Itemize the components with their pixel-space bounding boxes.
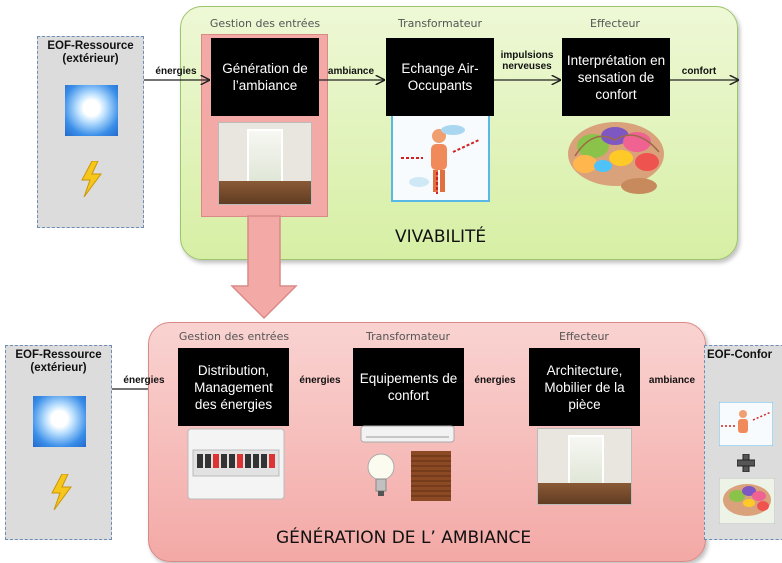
room-photo	[537, 428, 632, 505]
generation-block: Génération de l’ambiance	[211, 38, 319, 116]
top-label-ambiance: ambiance	[327, 66, 375, 77]
top-label-impulses-line2: nerveuses	[502, 61, 552, 72]
vivability-label: VIVABILITÉ	[395, 227, 487, 247]
brain-icon	[568, 122, 664, 194]
lightning-icon	[51, 474, 72, 510]
bottom-header-transformer: Transformateur	[365, 330, 451, 343]
interpretation-block: Interprétation en sensation de confort	[562, 38, 670, 116]
ambiance-generation-label: GÉNÉRATION DE L’ AMBIANCE	[276, 528, 532, 548]
occupant-thermal-icon	[719, 402, 773, 446]
occupant-thermal-icon	[391, 116, 490, 202]
top-resource-subtitle: (extérieur)	[62, 53, 119, 65]
comfort-panel-title: EOF-Confor	[707, 349, 773, 361]
architecture-block: Architecture, Mobilier de la pièce	[529, 348, 640, 426]
light-bulb-icon	[367, 453, 395, 496]
air-conditioner-icon	[360, 425, 455, 443]
bottom-header-inputs: Gestion des entrées	[178, 330, 290, 343]
top-header-transformer: Transformateur	[397, 17, 483, 30]
bottom-header-effector: Effecteur	[559, 330, 609, 343]
window-blind-icon	[411, 451, 451, 501]
exchange-block: Echange Air-Occupants	[386, 38, 494, 116]
comfort-panel: EOF-Confor	[704, 345, 782, 540]
distribution-block: Distribution, Management des énergies	[178, 348, 289, 426]
top-label-comfort: confort	[681, 66, 717, 77]
bottom-resource-box: EOF-Ressource (extérieur)	[5, 345, 112, 540]
equipment-block: Equipements de confort	[353, 348, 464, 426]
plus-icon	[737, 454, 755, 472]
top-header-inputs: Gestion des entrées	[209, 17, 321, 30]
down-arrow	[230, 215, 298, 320]
bottom-label-energies-in: énergies	[123, 375, 165, 386]
top-resource-box: EOF-Ressource (extérieur)	[37, 36, 144, 228]
bottom-label-energies-mid2: énergies	[474, 375, 516, 386]
bottom-label-ambiance: ambiance	[648, 375, 696, 386]
top-header-effector: Effecteur	[590, 17, 640, 30]
room-photo	[218, 122, 312, 205]
top-label-impulses: impulsions nerveuses	[494, 50, 560, 72]
bottom-resource-title: EOF-Ressource	[15, 349, 102, 361]
sun-icon	[65, 85, 118, 136]
top-label-impulses-line1: impulsions	[500, 50, 554, 61]
top-resource-title: EOF-Ressource	[47, 40, 134, 52]
top-label-energies: énergies	[155, 66, 197, 77]
electrical-panel-icon	[187, 428, 285, 500]
sun-icon	[33, 396, 86, 447]
lightning-icon	[81, 161, 102, 197]
bottom-label-energies-mid1: énergies	[299, 375, 341, 386]
bottom-resource-subtitle: (extérieur)	[30, 362, 87, 374]
brain-icon	[719, 478, 775, 524]
